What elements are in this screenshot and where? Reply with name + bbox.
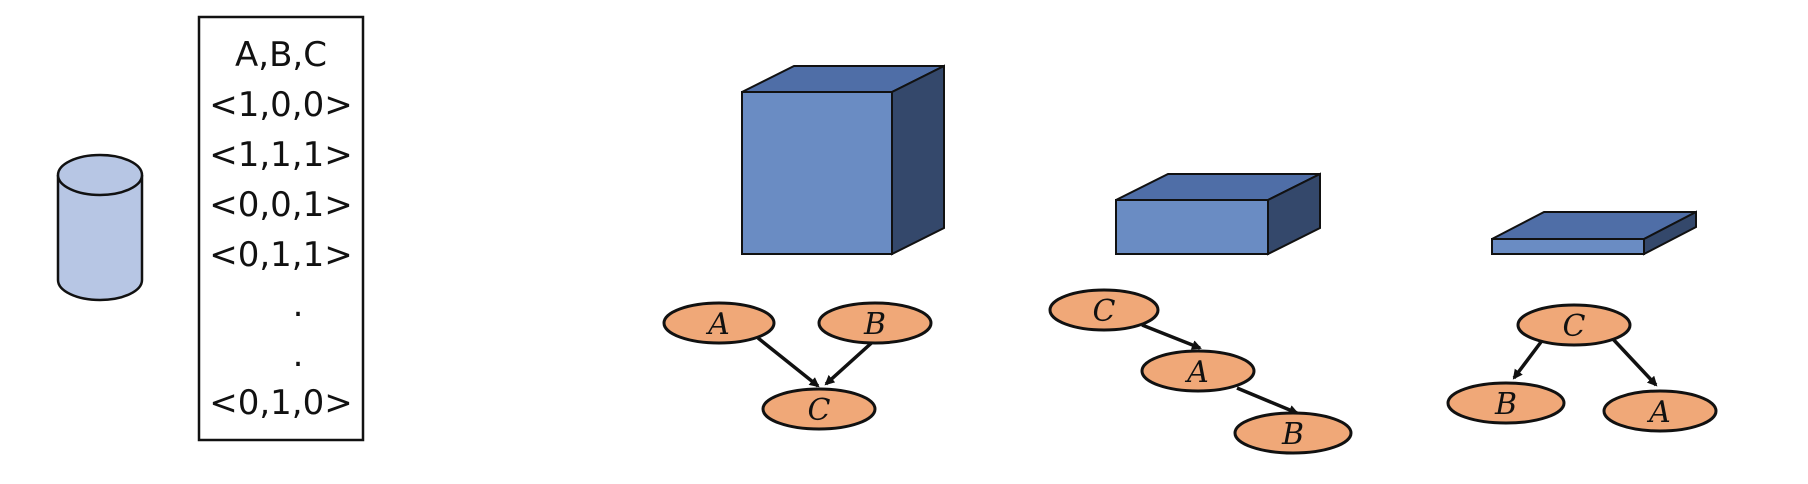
- node-label: A: [1184, 355, 1209, 390]
- table-ellipsis: .: [293, 285, 304, 325]
- bayes-network-2: C A B: [1048, 288, 1353, 455]
- database-cylinder-icon: [56, 153, 144, 302]
- node-label: C: [1563, 309, 1586, 344]
- node-label: A: [705, 307, 730, 342]
- node-a: A: [1140, 349, 1256, 393]
- node-label: C: [808, 393, 831, 428]
- node-label: B: [1494, 387, 1517, 422]
- node-c: C: [761, 387, 877, 431]
- node-a: A: [1602, 389, 1718, 433]
- node-label: A: [1646, 395, 1671, 430]
- tall-cube-shape: [741, 64, 945, 256]
- edge-c-to-a: [1610, 336, 1658, 387]
- edge-a-to-c: [756, 336, 820, 388]
- node-label: C: [1093, 294, 1116, 329]
- node-c: C: [1516, 303, 1632, 347]
- table-header: A,B,C: [235, 35, 327, 75]
- node-b: B: [1233, 411, 1353, 455]
- edge-b-to-c: [824, 336, 879, 386]
- table-row: <0,1,0>: [209, 383, 353, 423]
- data-table-border: [197, 15, 365, 442]
- medium-box-shape: [1115, 172, 1321, 256]
- node-label: B: [863, 307, 886, 342]
- edge-a-to-b: [1236, 386, 1299, 415]
- node-c: C: [1048, 288, 1160, 332]
- flat-slab-shape: [1491, 210, 1697, 256]
- table-row: <0,1,1>: [209, 235, 353, 275]
- edge-c-to-a: [1141, 323, 1202, 350]
- node-b: B: [817, 301, 933, 345]
- table-row: <1,0,0>: [209, 85, 353, 125]
- node-label: B: [1281, 417, 1304, 452]
- data-table: A,B,C <1,0,0> <1,1,1> <0,0,1> <0,1,1> . …: [197, 15, 365, 442]
- bayes-network-3: C B A: [1446, 303, 1718, 433]
- table-row: <1,1,1>: [209, 135, 353, 175]
- edge-c-to-b: [1512, 336, 1546, 380]
- table-row: <0,0,1>: [209, 185, 353, 225]
- bayes-network-1: A B C: [662, 301, 933, 431]
- node-a: A: [662, 301, 776, 345]
- table-ellipsis: .: [293, 335, 304, 375]
- node-b: B: [1446, 381, 1566, 425]
